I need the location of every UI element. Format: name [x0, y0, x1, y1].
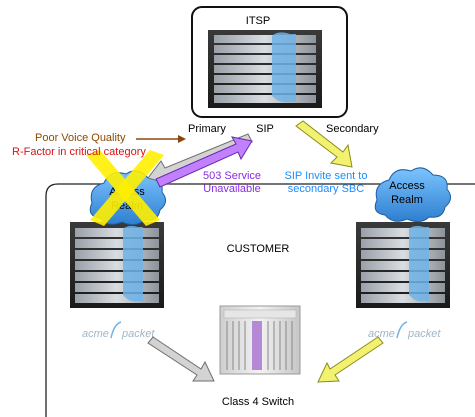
rfactor-label: R-Factor in critical category — [12, 146, 146, 158]
svg-text:packet: packet — [121, 328, 155, 340]
svg-text:packet: packet — [407, 328, 441, 340]
left-to-switch-arrow — [147, 336, 215, 382]
poor-quality-label: Poor Voice Quality — [35, 132, 126, 144]
switch-chassis-icon — [219, 305, 301, 375]
primary-label: Primary — [188, 123, 226, 135]
svg-text:acme: acme — [82, 328, 109, 340]
itsp-label: ITSP — [246, 15, 270, 27]
poor-quality-arrow — [136, 135, 186, 143]
server-rack-icon — [356, 222, 450, 308]
service-label-line2: Unavailable — [203, 183, 260, 195]
sip-label: SIP — [256, 123, 274, 135]
x-mark-icon — [86, 150, 164, 226]
switch-label: Class 4 Switch — [222, 396, 294, 408]
server-rack-icon — [70, 222, 164, 308]
realm-right-line1: Access — [389, 180, 425, 192]
invite-label-line1: SIP Invite sent to — [285, 170, 368, 182]
acme-packet-logo-right: acme packet — [368, 321, 441, 340]
service-unavailable-arrow — [155, 136, 253, 188]
customer-label: CUSTOMER — [227, 243, 290, 255]
acme-packet-logo-left: acme packet — [82, 321, 155, 340]
server-rack-icon — [208, 30, 322, 108]
invite-label-line2: secondary SBC — [288, 183, 364, 195]
secondary-arrow — [295, 120, 353, 168]
secondary-label: Secondary — [326, 123, 379, 135]
customer-boundary — [45, 183, 475, 417]
right-to-switch-arrow — [317, 336, 384, 383]
svg-text:acme: acme — [368, 328, 395, 340]
cloud-icon — [374, 167, 451, 223]
realm-right-line2: Realm — [391, 194, 423, 206]
service-label-line1: 503 Service — [203, 170, 261, 182]
